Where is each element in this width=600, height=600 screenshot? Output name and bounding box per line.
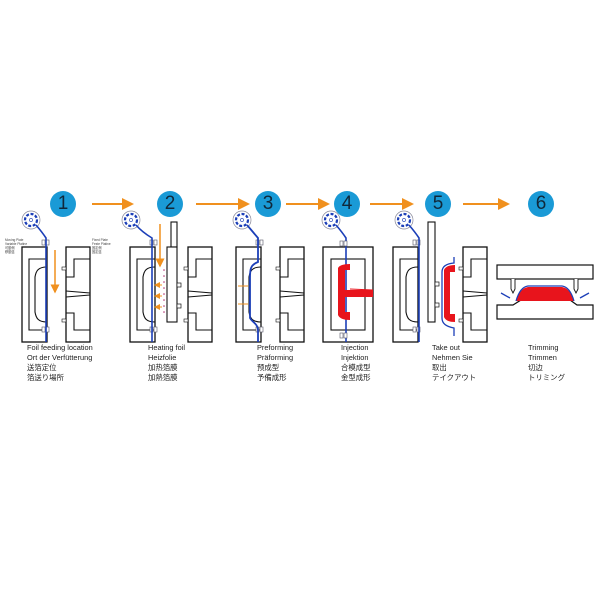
step-4-badge: 4 [334,191,360,217]
step-6-badge: 6 [528,191,554,217]
panel-4-injection [320,209,374,343]
panel-6-trimming [496,264,594,320]
step-5-badge: 5 [425,191,451,217]
panel-1-foil-feeding [20,209,91,343]
step-1-badge: 1 [50,191,76,217]
panel-2-heating [120,209,213,343]
panel-3-preforming [231,209,305,343]
panel-5-take-out [392,209,488,343]
step-2-badge: 2 [157,191,183,217]
step-3-badge: 3 [255,191,281,217]
